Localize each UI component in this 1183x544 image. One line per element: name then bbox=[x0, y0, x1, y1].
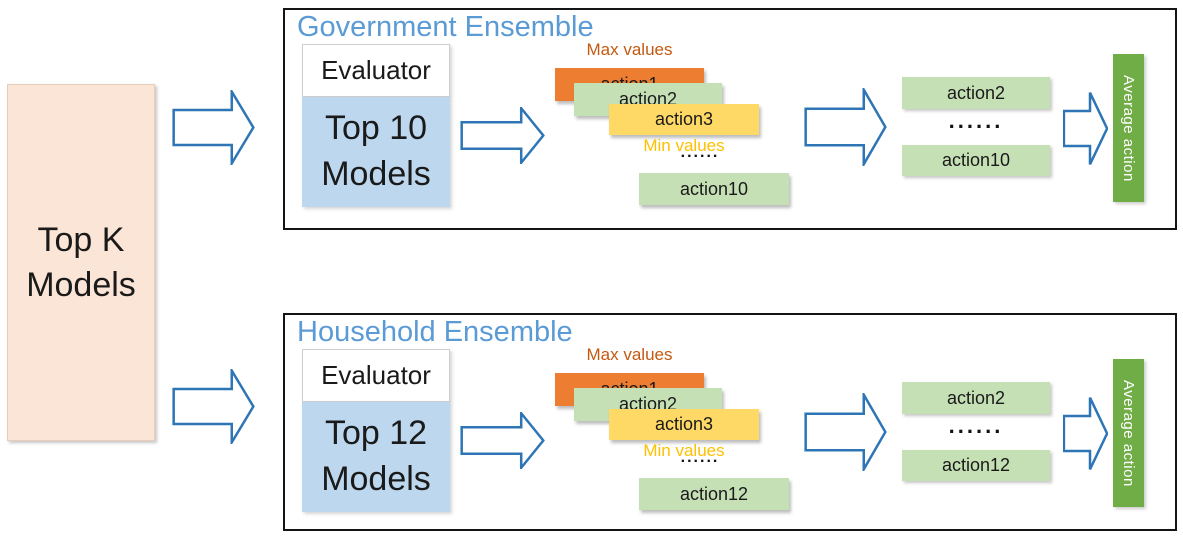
selected-ellipsis: ...... bbox=[948, 108, 1004, 133]
stack-ellipsis: ...... bbox=[680, 144, 720, 161]
top-models-box: Top 12 Models bbox=[302, 402, 450, 512]
household-ensemble-panel: Household Ensemble Evaluator Top 12 Mode… bbox=[283, 313, 1177, 531]
selected-action-last-box: action10 bbox=[902, 145, 1050, 176]
top-k-models-box: Top K Models bbox=[7, 84, 155, 441]
average-action-label: Average action bbox=[1120, 379, 1137, 487]
selected-ellipsis: ...... bbox=[948, 413, 1004, 438]
top-models-label: Top 10 Models bbox=[321, 109, 431, 193]
arrow-selected-to-average-icon bbox=[1063, 396, 1108, 471]
min-values-label: Min values bbox=[643, 441, 725, 460]
action-card-last: action12 bbox=[639, 478, 789, 510]
action-card-3: action3 bbox=[609, 104, 759, 135]
max-values-label: Max values bbox=[586, 345, 673, 364]
selected-action-label: action2 bbox=[946, 387, 1006, 408]
ensemble-title: Household Ensemble bbox=[297, 316, 573, 348]
action-card-last: action10 bbox=[639, 173, 789, 205]
selected-action-label: action10 bbox=[941, 150, 1011, 170]
top-models-label: Top 12 Models bbox=[321, 414, 431, 498]
average-action-box: Average action bbox=[1113, 54, 1144, 202]
selected-action-label: action2 bbox=[946, 82, 1006, 103]
ensemble-title: Government Ensemble bbox=[297, 11, 594, 43]
average-action-label: Average action bbox=[1120, 74, 1137, 182]
evaluator-label: Evaluator bbox=[321, 55, 431, 85]
action-card-label: action12 bbox=[679, 483, 749, 504]
average-action-box: Average action bbox=[1113, 359, 1144, 507]
arrow-topk-to-government-icon bbox=[172, 90, 255, 165]
arrow-models-to-actions-icon bbox=[460, 107, 545, 164]
max-values-label: Max values bbox=[586, 40, 673, 59]
stack-ellipsis: ...... bbox=[680, 449, 720, 466]
top-models-box: Top 10 Models bbox=[302, 97, 450, 207]
action-card-label: action10 bbox=[679, 178, 749, 199]
evaluator-box: Evaluator bbox=[302, 44, 450, 97]
action-card-label: action3 bbox=[654, 109, 714, 129]
arrow-topk-to-household-icon bbox=[172, 369, 255, 444]
evaluator-label: Evaluator bbox=[321, 360, 431, 390]
government-ensemble-panel: Government Ensemble Evaluator Top 10 Mod… bbox=[283, 8, 1177, 230]
selected-action-label: action12 bbox=[941, 455, 1011, 475]
arrow-models-to-actions-icon bbox=[460, 412, 545, 469]
arrow-actions-to-selected-icon bbox=[804, 88, 887, 166]
top-k-models-label: Top K Models bbox=[26, 221, 136, 304]
arrow-selected-to-average-icon bbox=[1063, 91, 1108, 166]
arrow-actions-to-selected-icon bbox=[804, 393, 887, 471]
evaluator-box: Evaluator bbox=[302, 349, 450, 402]
selected-action-first-box: action2 bbox=[902, 382, 1050, 414]
min-values-label: Min values bbox=[643, 136, 725, 155]
action-card-3: action3 bbox=[609, 409, 759, 440]
action-card-label: action3 bbox=[654, 414, 714, 434]
selected-action-last-box: action12 bbox=[902, 450, 1050, 481]
selected-action-first-box: action2 bbox=[902, 77, 1050, 109]
